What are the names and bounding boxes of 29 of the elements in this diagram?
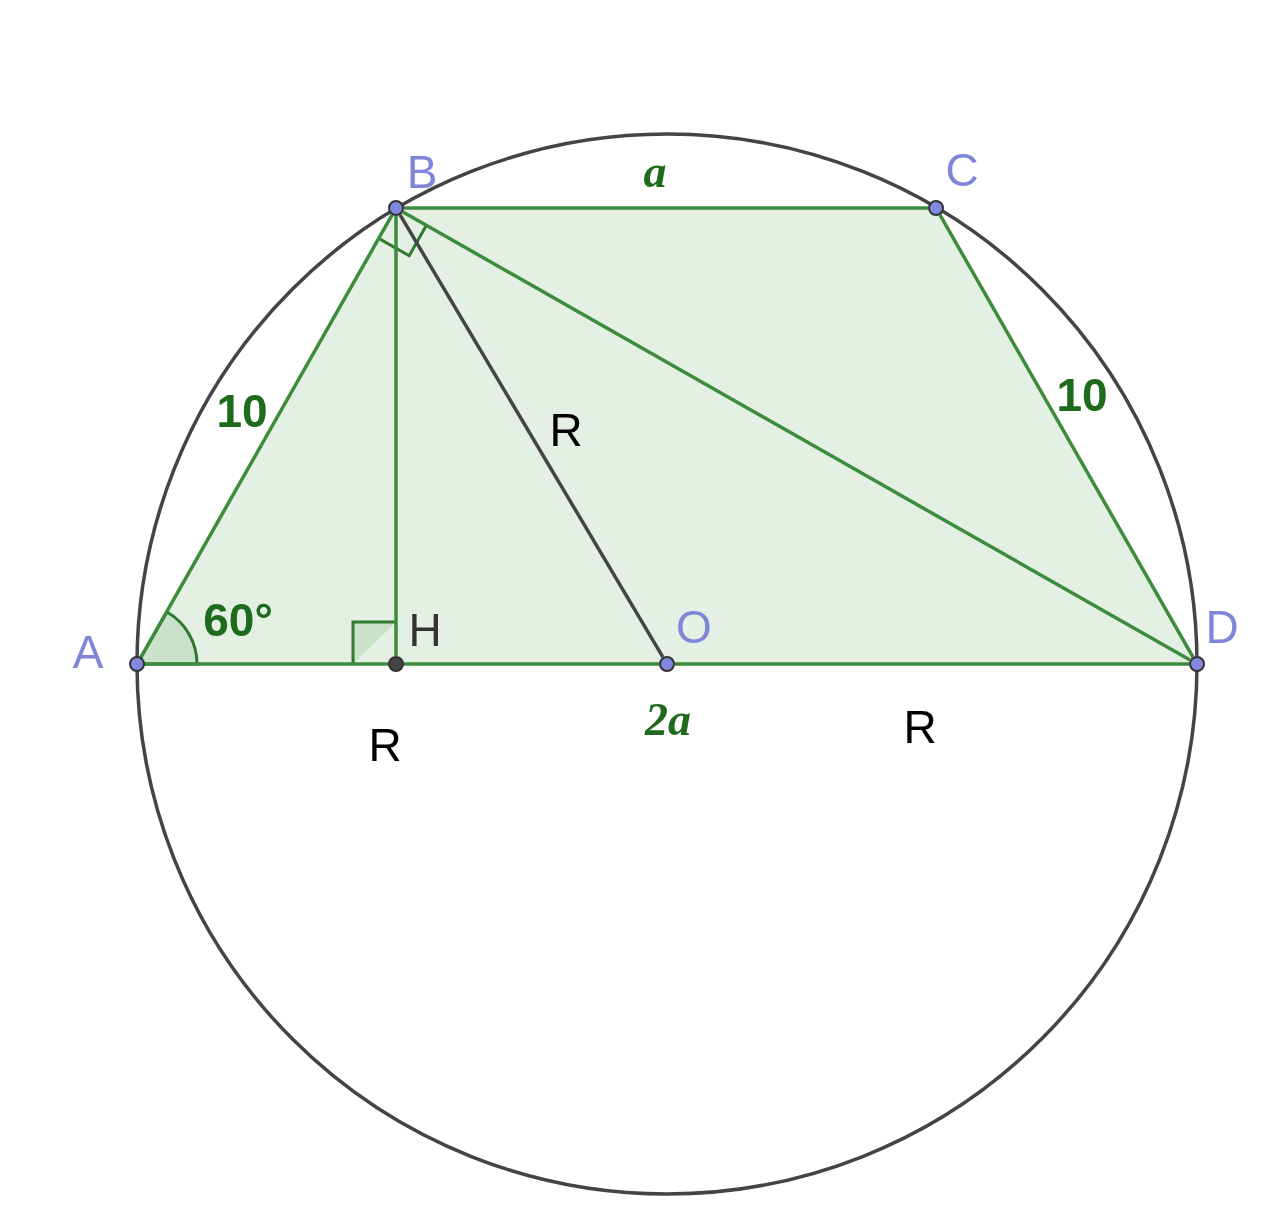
edge-label: 10 (216, 388, 268, 434)
point-marker (659, 656, 675, 672)
measure-label: 60° (203, 597, 273, 643)
point-marker (388, 200, 404, 216)
edge-label: R (549, 407, 583, 453)
point-marker (928, 200, 944, 216)
line-segment (404, 662, 659, 666)
measure-label: R (903, 704, 937, 750)
line-segment (404, 206, 928, 210)
line-segment (139, 214, 394, 658)
point-label: C (945, 147, 979, 193)
line-segment (402, 210, 1191, 662)
point-label: D (1205, 604, 1239, 650)
edge-label: a (643, 149, 667, 195)
point-label: O (676, 604, 712, 650)
edge-label: 10 (1056, 372, 1108, 418)
point-label: H (408, 607, 442, 653)
measure-label: R (368, 722, 402, 768)
line-segment (145, 662, 388, 666)
point-marker (129, 656, 145, 672)
point-label: B (406, 149, 438, 195)
measure-label: 2a (645, 697, 691, 743)
point-label: A (72, 629, 104, 675)
point-marker (388, 656, 404, 672)
line-segment (938, 214, 1195, 658)
line-segment (398, 214, 665, 658)
point-marker (1189, 656, 1205, 672)
line-segment (394, 216, 398, 656)
line-segment (675, 662, 1189, 666)
